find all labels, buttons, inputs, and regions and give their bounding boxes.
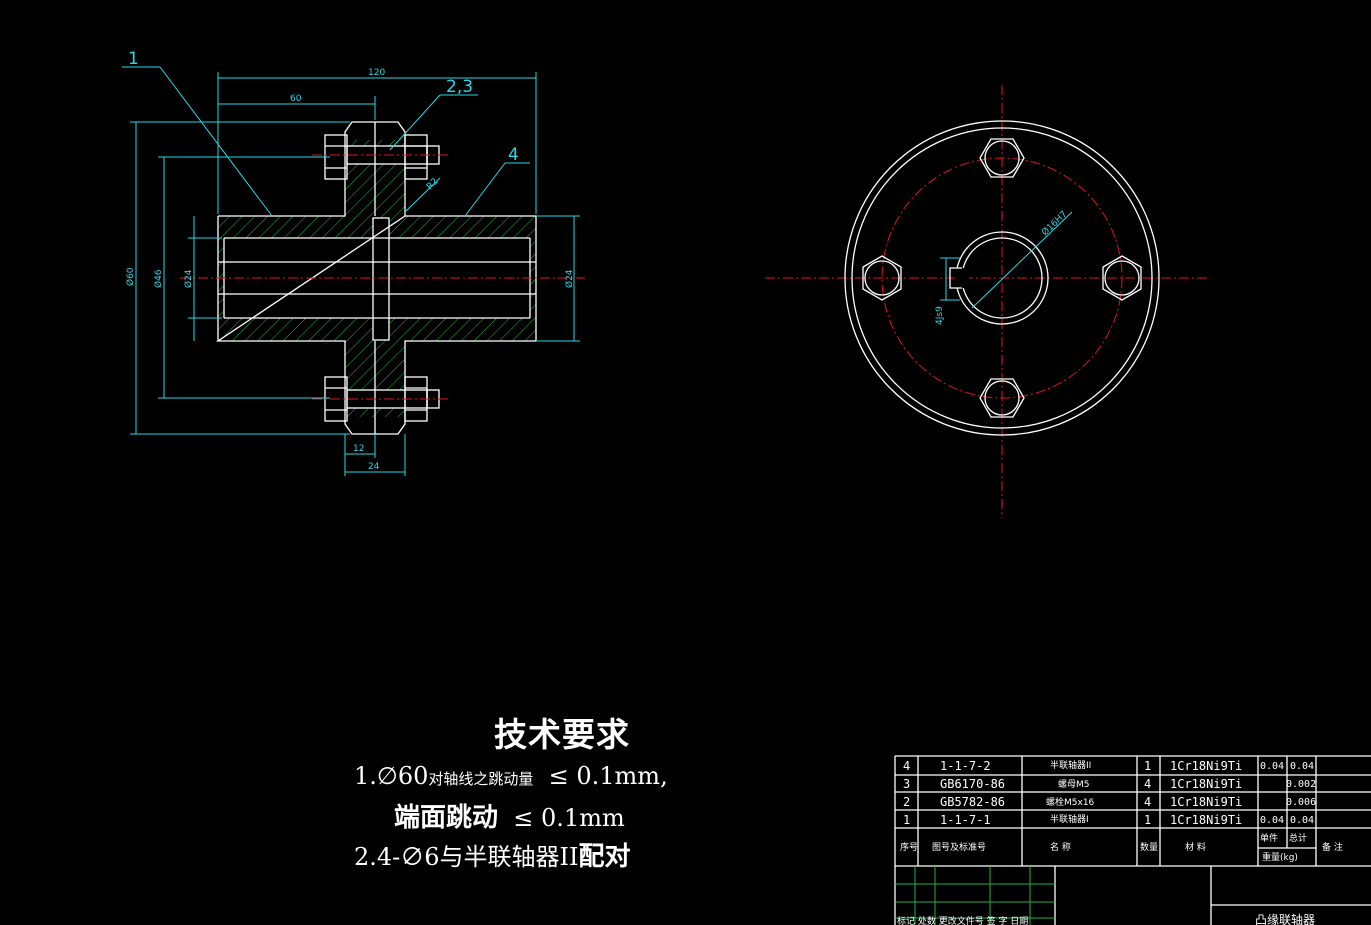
dim-bore-fit: Ø16H7 (1039, 209, 1069, 238)
svg-text:单件: 单件 (1260, 832, 1278, 844)
svg-text:4: 4 (903, 759, 910, 773)
svg-text:0.006: 0.006 (1286, 797, 1316, 808)
dim-length-60: 60 (290, 94, 302, 104)
svg-text:0.04: 0.04 (1290, 761, 1314, 772)
svg-text:备 注: 备 注 (1322, 841, 1343, 853)
svg-text:2: 2 (903, 795, 910, 809)
svg-text:0.04: 0.04 (1260, 815, 1284, 826)
leader-part-1: 1 (128, 49, 139, 69)
part-leaders: 1 2,3 4 (122, 49, 530, 217)
dim-bore-right: Ø24 (564, 269, 575, 288)
svg-text:1: 1 (903, 813, 910, 827)
svg-text:4: 4 (1144, 795, 1151, 809)
bom-row-4: 4 1-1-7-2 半联轴器II 1 1Cr18Ni9Ti 0.04 0.04 (903, 759, 1314, 773)
bolt-top (312, 134, 450, 180)
svg-text:图号及标准号: 图号及标准号 (932, 841, 986, 853)
svg-text:重量(kg): 重量(kg) (1262, 851, 1298, 863)
requirement-line-2: 端面跳动 ≤ 0.1mm (394, 803, 625, 833)
svg-text:1: 1 (1144, 759, 1151, 773)
svg-text:GB6170-86: GB6170-86 (940, 777, 1005, 791)
bom-row-2: 2 GB5782-86 螺栓M5x16 4 1Cr18Ni9Ti 0.006 (903, 795, 1316, 809)
hex-nut-bottom (979, 378, 1025, 418)
dim-dia-46: Ø46 (153, 269, 164, 288)
svg-text:1-1-7-2: 1-1-7-2 (940, 759, 991, 773)
requirement-line-3: 2.4-∅6与半联轴器II配对 (354, 842, 631, 872)
dim-bore-left: Ø24 (183, 269, 194, 288)
svg-text:1Cr18Ni9Ti: 1Cr18Ni9Ti (1170, 759, 1242, 773)
leader-part-23: 2,3 (446, 77, 473, 97)
svg-text:3: 3 (903, 777, 910, 791)
hex-nut-top (979, 138, 1025, 178)
requirements-title: 技术要求 (494, 715, 630, 754)
svg-text:半联轴器II: 半联轴器II (1050, 759, 1091, 771)
bom-row-1: 1 1-1-7-1 半联轴器I 1 1Cr18Ni9Ti 0.04 0.04 (903, 813, 1314, 827)
svg-text:螺栓M5x16: 螺栓M5x16 (1046, 796, 1095, 808)
bom-row-3: 3 GB6170-86 螺母M5 4 1Cr18Ni9Ti 0.002 (903, 777, 1316, 791)
svg-text:1Cr18Ni9Ti: 1Cr18Ni9Ti (1170, 777, 1242, 791)
requirement-line-1: 1.∅60对轴线之跳动量 ≤ 0.1mm, (354, 762, 668, 790)
bolt-bottom (312, 376, 450, 422)
dim-flange-24: 24 (368, 462, 380, 472)
svg-text:1: 1 (1144, 813, 1151, 827)
svg-text:半联轴器I: 半联轴器I (1050, 813, 1089, 825)
dim-flange-12: 12 (353, 444, 364, 454)
svg-text:4: 4 (1144, 777, 1151, 791)
dim-dia-60: Ø60 (125, 267, 136, 286)
bill-of-materials: 4 1-1-7-2 半联轴器II 1 1Cr18Ni9Ti 0.04 0.04 … (894, 755, 1371, 925)
title-block-row-labels: 标记 处数 更改文件号 签 字 日期 (897, 915, 1028, 925)
svg-text:名 称: 名 称 (1050, 841, 1071, 853)
dim-keyway: 4Js9 (935, 306, 945, 325)
svg-text:材 料: 材 料 (1185, 841, 1206, 853)
end-view: Ø16H7 4Js9 (765, 85, 1207, 518)
svg-text:数量: 数量 (1140, 841, 1158, 853)
dim-length-120: 120 (368, 68, 385, 78)
svg-text:总计: 总计 (1289, 832, 1307, 844)
svg-text:序号: 序号 (900, 841, 918, 853)
bom-header: 序号 图号及标准号 名 称 数量 材 料 单件 总计 重量(kg) 备 注 (900, 832, 1343, 863)
svg-text:1Cr18Ni9Ti: 1Cr18Ni9Ti (1170, 813, 1242, 827)
drawing-name: 凸缘联轴器 (1255, 912, 1315, 925)
svg-text:0.002: 0.002 (1286, 779, 1316, 790)
svg-text:0.04: 0.04 (1290, 815, 1314, 826)
svg-text:GB5782-86: GB5782-86 (940, 795, 1005, 809)
leader-part-4: 4 (508, 145, 519, 165)
hex-nut-left (862, 255, 902, 301)
svg-text:1-1-7-1: 1-1-7-1 (940, 813, 991, 827)
svg-text:1Cr18Ni9Ti: 1Cr18Ni9Ti (1170, 795, 1242, 809)
svg-text:0.04: 0.04 (1260, 761, 1284, 772)
section-view: 120 60 Ø60 Ø46 Ø24 Ø24 (122, 49, 585, 476)
section-dimensions: 120 60 Ø60 Ø46 Ø24 Ø24 (125, 68, 580, 476)
svg-text:螺母M5: 螺母M5 (1058, 779, 1090, 790)
hex-nut-right (1102, 255, 1142, 301)
